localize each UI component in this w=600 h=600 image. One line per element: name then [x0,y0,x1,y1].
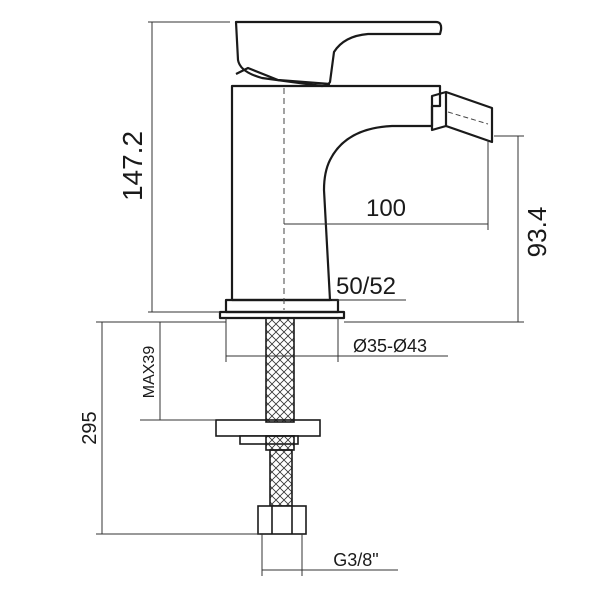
lever-handle [234,20,443,88]
dimension-lines [96,21,524,576]
faucet-outline [218,20,494,320]
hex-nut [257,505,307,535]
dim-total-height: 147.2 [117,131,148,201]
mounting-shank [215,317,321,535]
threaded-rod [265,317,295,423]
dim-hole-diameter: Ø35-Ø43 [353,336,427,356]
faucet-body [230,84,442,302]
dim-max-deck: MAX39 [141,346,158,399]
dim-deck-thickness: 50/52 [336,273,396,300]
dim-spout-height: 93.4 [522,207,552,258]
dim-spout-reach: 100 [366,195,406,222]
flexible-hose [269,449,293,507]
dim-thread: G3/8" [333,550,378,570]
dim-hose-length: 295 [79,411,101,444]
base-flange [224,298,340,314]
lever-base [235,66,331,86]
